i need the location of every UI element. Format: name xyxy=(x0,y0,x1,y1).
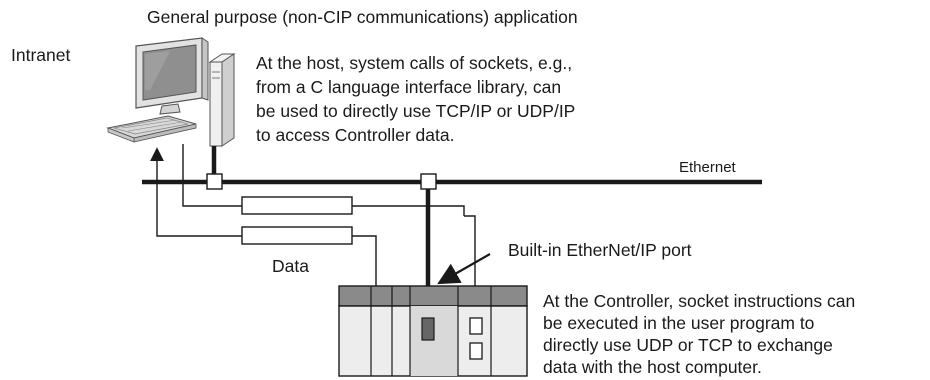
controller-connector xyxy=(420,173,437,190)
controller-note-line-4: data with the host computer. xyxy=(543,357,762,377)
ethernet-label: Ethernet xyxy=(679,159,736,176)
port-label: Built-in EtherNet/IP port xyxy=(508,240,692,260)
host-note-line-1: At the host, system calls of sockets, e.… xyxy=(256,53,573,73)
app-title: General purpose (non-CIP communications)… xyxy=(147,7,578,27)
host-note-line-4: to access Controller data. xyxy=(256,125,455,145)
controller-note-line-1: At the Controller, socket instructions c… xyxy=(543,291,856,311)
data-label: Data xyxy=(272,256,309,276)
data-path-lower xyxy=(150,147,377,298)
controller-note-line-3: directly use UDP or TCP to exchange xyxy=(543,335,833,355)
computer-icon xyxy=(106,37,236,147)
port-pointer-arrow xyxy=(437,253,491,285)
data-packet-upper xyxy=(241,196,353,215)
intranet-label: Intranet xyxy=(11,45,71,65)
host-note-line-2: from a C language interface library, can xyxy=(256,77,562,97)
data-path-upper xyxy=(182,144,475,302)
computer-connector xyxy=(206,173,223,190)
controller-rack-icon xyxy=(338,285,528,377)
data-packet-lower xyxy=(241,226,353,245)
controller-note-line-2: be executed in the user program to xyxy=(543,313,815,333)
host-note-line-3: be used to directly use TCP/IP or UDP/IP xyxy=(256,101,576,121)
